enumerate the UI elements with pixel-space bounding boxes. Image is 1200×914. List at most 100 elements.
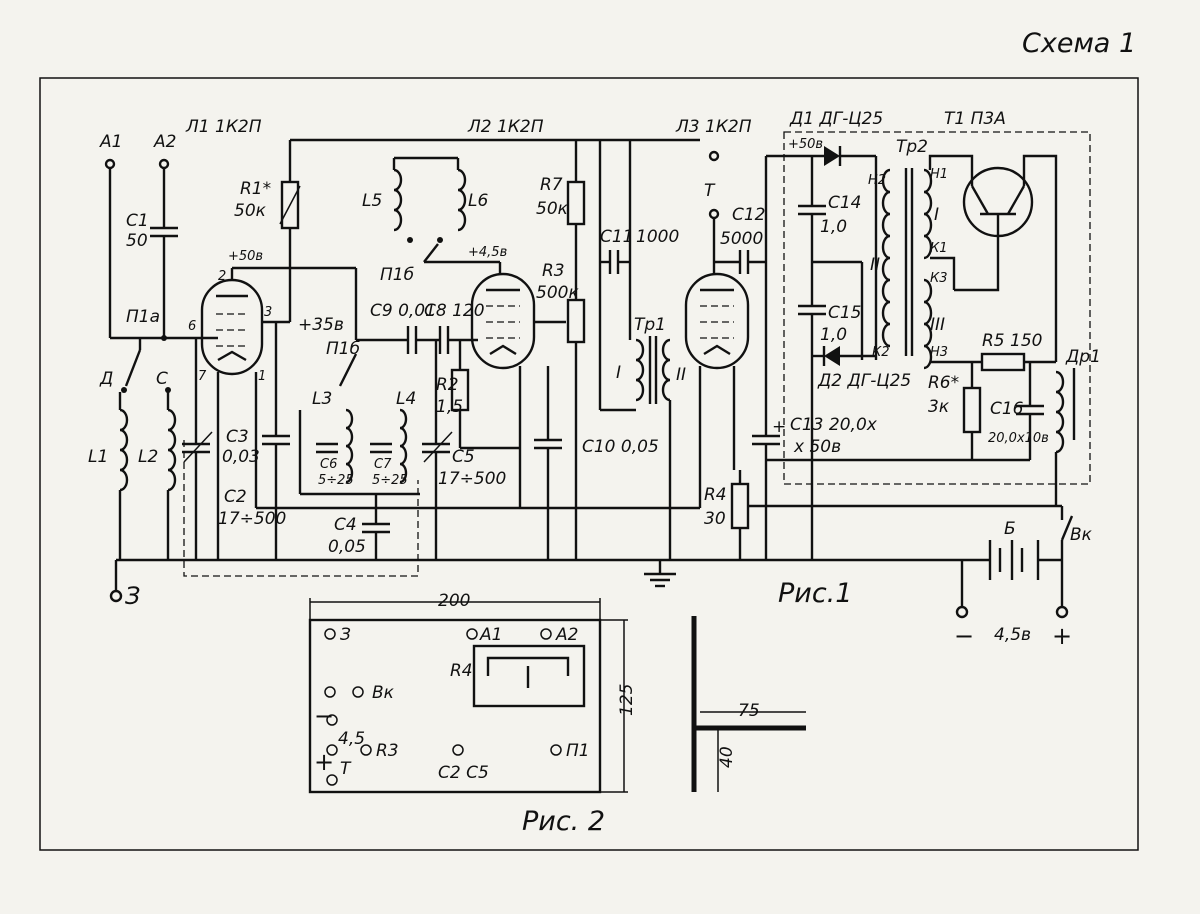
hole-ground-label: З	[340, 625, 351, 645]
antenna2-terminal[interactable]	[158, 158, 170, 170]
diode2	[824, 346, 840, 366]
c7-label: С7	[374, 457, 392, 472]
c16-label: С16	[990, 399, 1024, 419]
switch-contact-d	[121, 387, 127, 393]
p1b-label: П1б	[326, 339, 360, 359]
tube-l2-label: Л2 1К2П	[467, 117, 544, 137]
l3-label: L3	[312, 389, 332, 409]
c1-value: 50	[126, 231, 148, 251]
potentiometer-r3[interactable]	[566, 298, 586, 344]
c5-value: 17÷500	[438, 469, 506, 489]
hole-voltage-label: 4,5	[338, 729, 365, 749]
switch-vk[interactable]	[1060, 515, 1074, 541]
transistor-emitter	[970, 185, 990, 215]
c12-value: 5000	[720, 229, 763, 249]
r6-value: 3к	[928, 397, 950, 417]
resistor-r5	[980, 352, 1026, 372]
coil-l1	[119, 408, 129, 492]
resistor-r6	[962, 386, 982, 434]
tr2-k3-label: К3	[930, 271, 948, 286]
c3-label: С3	[226, 427, 249, 447]
pin7-label: 7	[198, 369, 207, 384]
hole-p1	[550, 744, 562, 756]
tr2-i-label: I	[934, 205, 939, 225]
tr2-h2-label: Н2	[868, 173, 886, 188]
hole-p1-label: П1	[566, 741, 590, 761]
c15-label: С15	[828, 303, 862, 323]
hole-r3	[360, 744, 372, 756]
c3-value: 0,03	[222, 447, 260, 467]
p1b-switch-blade[interactable]	[338, 353, 358, 387]
fig2-panel	[308, 618, 602, 794]
scheme-title: Схема 1	[1022, 28, 1136, 59]
v35-label: +35в	[298, 315, 344, 335]
hole-plus-label: +	[314, 748, 334, 776]
v45-label: +4,5в	[468, 245, 507, 260]
p1a-blade[interactable]	[124, 349, 142, 387]
c13-plus: +	[772, 417, 786, 437]
ground-terminal[interactable]	[109, 589, 123, 603]
minus-terminal[interactable]	[955, 605, 969, 619]
pin2-label: 2	[218, 269, 226, 284]
tube-l2-filament	[489, 344, 517, 356]
l4-label: L4	[396, 389, 416, 409]
hole-a2-label: А2	[555, 625, 578, 645]
tr2-iii-label: III	[930, 315, 945, 335]
dr1-label: Др1	[1065, 347, 1101, 367]
choke-dr1	[1055, 370, 1065, 454]
junction	[161, 335, 167, 341]
r4-knob	[486, 656, 570, 676]
transistor-label: Т1 П3А	[944, 109, 1006, 129]
plus-terminal[interactable]	[1055, 605, 1069, 619]
c10-label: С10 0,05	[582, 437, 659, 457]
c12-label: С12	[732, 205, 766, 225]
v50b-label: +50в	[788, 137, 823, 152]
hole-t-label: Т	[340, 759, 352, 779]
c8-label: С8 120	[424, 301, 485, 321]
r2-label: R2	[436, 375, 459, 395]
r1-value: 50к	[234, 201, 267, 221]
fig2-caption: Рис. 2	[522, 806, 605, 837]
switch-d-label: Д	[99, 369, 113, 389]
switch-c-label: С	[156, 369, 168, 389]
c11-label: С11	[600, 227, 634, 247]
tr2-winding-iii	[923, 278, 933, 370]
c2-label: С2	[224, 487, 247, 507]
c13-label: С13 20,0х	[790, 415, 878, 435]
hole-a1-label: А1	[479, 625, 502, 645]
r2-value: 1,5	[436, 397, 463, 417]
resistor-r7	[566, 180, 586, 226]
hole-plus	[326, 744, 338, 756]
c5-variable-arrow[interactable]	[423, 431, 453, 463]
ground-label: З	[125, 582, 140, 610]
phones-terminal-1[interactable]	[708, 150, 720, 162]
l2-label: L2	[138, 447, 158, 467]
potentiometer-r4[interactable]	[730, 482, 750, 530]
phones-label: Т	[704, 181, 716, 201]
p1b-top-blade[interactable]	[423, 243, 439, 263]
phones-terminal-2[interactable]	[708, 208, 720, 220]
t1-base-wire	[954, 236, 1000, 292]
antenna2-label: А2	[153, 132, 176, 152]
antenna1-terminal[interactable]	[104, 158, 116, 170]
c7-value: 5÷25	[372, 473, 408, 488]
p1b-top-label: П1б	[380, 265, 414, 285]
converter-block	[783, 131, 1091, 485]
c15-value: 1,0	[820, 325, 847, 345]
r5-label: R5 150	[982, 331, 1042, 351]
tube-l1-label: Л1 1К2П	[185, 117, 262, 137]
hole-a2	[540, 628, 552, 640]
tube-l3-filament	[703, 344, 731, 356]
bracket-height-label: 40	[717, 746, 737, 768]
r4-value: 30	[704, 509, 726, 529]
diode1-label: Д1 ДГ-Ц25	[789, 109, 883, 129]
c14-label: С14	[828, 193, 862, 213]
c4-label: С4	[334, 515, 357, 535]
outer-frame	[39, 77, 1139, 851]
c2-value: 17÷500	[218, 509, 286, 529]
tr2-ii-label: II	[870, 255, 880, 275]
r3-label: R3	[542, 261, 565, 281]
c2-variable-arrow[interactable]	[183, 431, 213, 463]
coil-l5	[393, 168, 403, 232]
